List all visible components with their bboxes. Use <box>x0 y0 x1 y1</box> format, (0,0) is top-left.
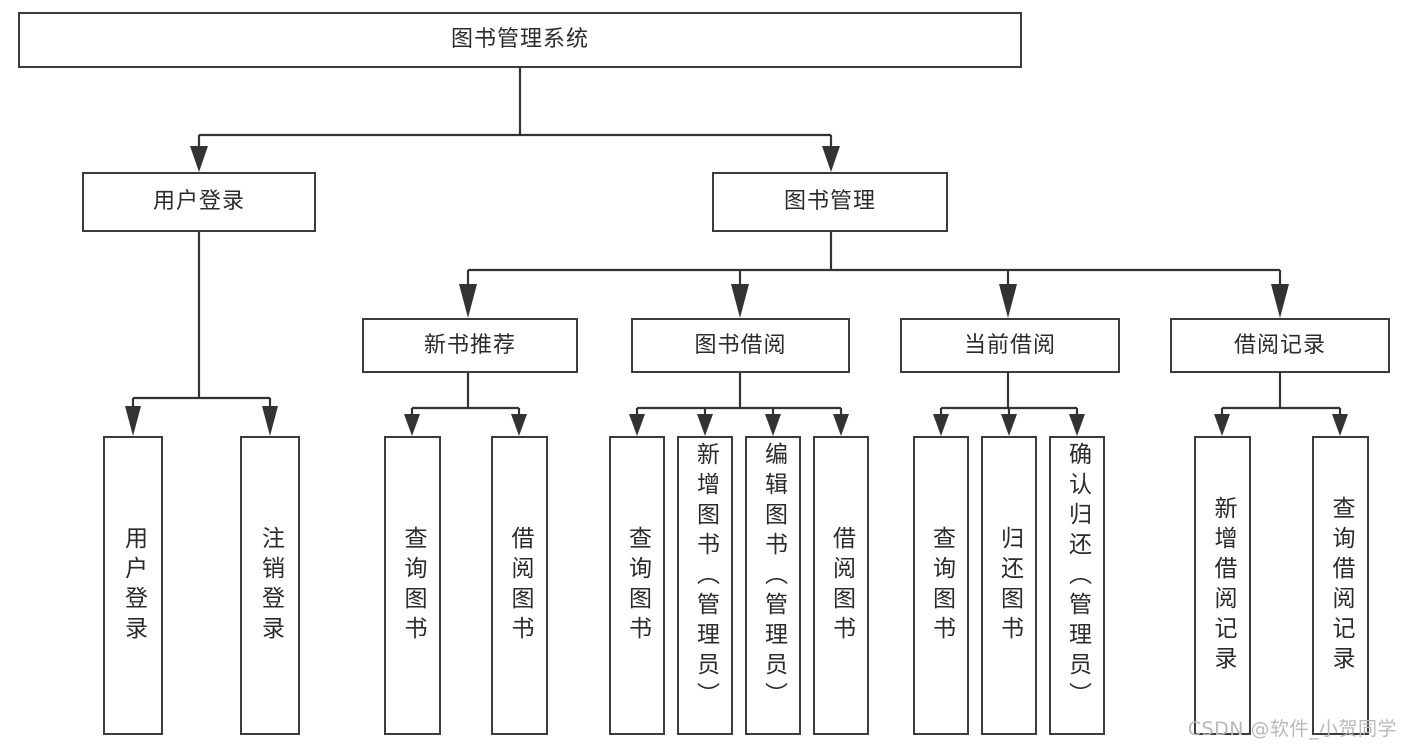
arrowhead-leaf-current-borrow-2 <box>1001 414 1017 436</box>
leaf-label-borrow-record-add: 新增借阅记录 <box>1210 495 1236 676</box>
leaf-label-current-borrow-confirm: 确认归还（管理员） <box>1064 442 1091 712</box>
leaf-current-borrow-query[interactable]: 查询图书 <box>913 436 969 735</box>
leaf-label-new-book-query: 查询图书 <box>400 525 426 646</box>
leaf-label-book-borrow-query: 查询图书 <box>624 525 651 646</box>
arrowhead-leaf-book-borrow-3 <box>765 414 781 436</box>
arrowhead-leaf-book-borrow-4 <box>833 414 849 436</box>
arrowhead-leaf-user-login-1 <box>125 406 141 436</box>
leaf-book-borrow-borrow[interactable]: 借阅图书 <box>813 436 869 735</box>
arrowhead-book-manage <box>822 146 840 172</box>
leaf-borrow-record-query[interactable]: 查询借阅记录 <box>1312 436 1369 735</box>
leaf-book-borrow-query[interactable]: 查询图书 <box>609 436 665 735</box>
node-label-current-borrow: 当前借阅 <box>963 332 1056 358</box>
arrowhead-new-book <box>459 284 477 318</box>
arrowhead-leaf-current-borrow-3 <box>1069 414 1085 436</box>
arrowhead-leaf-book-borrow-2 <box>697 414 713 436</box>
arrowhead-leaf-new-book-1 <box>404 414 420 436</box>
arrowhead-leaf-current-borrow-1 <box>933 414 949 436</box>
leaf-label-current-borrow-query: 查询图书 <box>928 525 955 646</box>
leaf-label-new-book-borrow: 借阅图书 <box>507 525 533 646</box>
leaf-new-book-borrow[interactable]: 借阅图书 <box>491 436 548 735</box>
leaf-book-borrow-edit[interactable]: 编辑图书（管理员） <box>745 436 801 735</box>
leaf-label-book-borrow-borrow: 借阅图书 <box>828 525 855 646</box>
leaf-borrow-record-add[interactable]: 新增借阅记录 <box>1194 436 1251 735</box>
leaf-current-borrow-confirm[interactable]: 确认归还（管理员） <box>1049 436 1105 735</box>
node-label-root: 图书管理系统 <box>450 27 589 53</box>
node-label-book-management: 图书管理 <box>783 189 876 215</box>
node-label-book-borrow: 图书借阅 <box>694 332 787 358</box>
node-label-new-book-recommend: 新书推荐 <box>423 332 516 358</box>
leaf-new-book-query[interactable]: 查询图书 <box>384 436 441 735</box>
node-new-book-recommend[interactable]: 新书推荐 <box>362 318 578 373</box>
node-user-login[interactable]: 用户登录 <box>82 172 316 232</box>
leaf-user-login-login[interactable]: 用户登录 <box>103 436 163 735</box>
arrowhead-leaf-new-book-2 <box>511 414 527 436</box>
leaf-current-borrow-return[interactable]: 归还图书 <box>981 436 1037 735</box>
node-root-system[interactable]: 图书管理系统 <box>18 12 1022 68</box>
arrowhead-current-borrow <box>999 284 1017 318</box>
csdn-watermark: CSDN @软件_小贺同学 <box>1187 718 1397 740</box>
leaf-label-borrow-record-query: 查询借阅记录 <box>1328 495 1354 676</box>
node-label-borrow-record: 借阅记录 <box>1233 332 1326 358</box>
leaf-book-borrow-add[interactable]: 新增图书（管理员） <box>677 436 733 735</box>
node-book-borrow[interactable]: 图书借阅 <box>631 318 850 373</box>
leaf-label-user-login-login: 用户登录 <box>120 525 147 646</box>
leaf-user-login-logout[interactable]: 注销登录 <box>240 436 300 735</box>
node-book-management[interactable]: 图书管理 <box>712 172 948 232</box>
arrowhead-leaf-book-borrow-1 <box>629 414 645 436</box>
arrowhead-leaf-borrow-record-2 <box>1332 414 1348 436</box>
arrowhead-user-login <box>190 146 208 172</box>
leaf-label-user-login-logout: 注销登录 <box>257 525 284 646</box>
node-current-borrow[interactable]: 当前借阅 <box>900 318 1120 373</box>
arrowhead-book-borrow <box>731 284 749 318</box>
leaf-label-book-borrow-edit: 编辑图书（管理员） <box>760 442 787 712</box>
node-borrow-record[interactable]: 借阅记录 <box>1170 318 1390 373</box>
leaf-label-book-borrow-add: 新增图书（管理员） <box>692 442 719 712</box>
node-label-user-login: 用户登录 <box>152 189 245 215</box>
arrowhead-leaf-borrow-record-1 <box>1214 414 1230 436</box>
arrowhead-borrow-record <box>1271 284 1289 318</box>
arrowhead-leaf-user-login-2 <box>262 406 278 436</box>
leaf-label-current-borrow-return: 归还图书 <box>996 525 1023 646</box>
